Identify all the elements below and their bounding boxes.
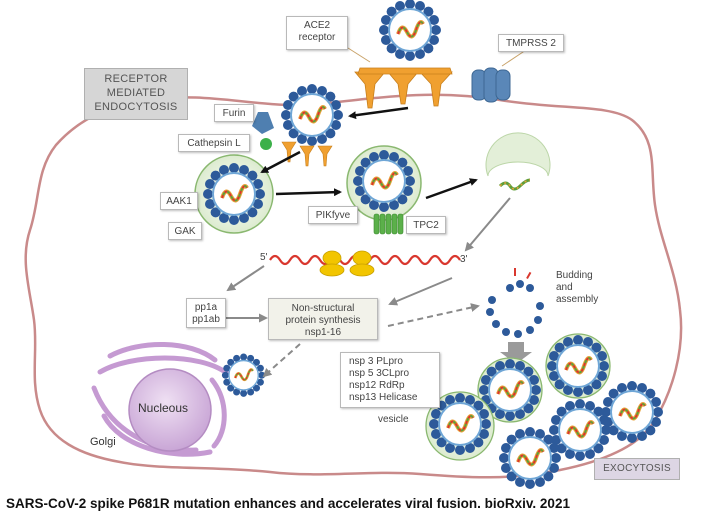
furin-label: Furin	[214, 104, 254, 122]
pp1-label: pp1a pp1ab	[186, 298, 226, 328]
virus-binding	[377, 0, 443, 63]
arrow-rna-to-pp1	[226, 265, 265, 292]
cathepsin-protein	[260, 138, 272, 150]
arrow-to-pikfyve	[275, 188, 342, 197]
budding-assembly-label: Budding and assembly	[556, 270, 599, 305]
five-prime-label: 5'	[260, 252, 268, 263]
arrow-to-endosome	[260, 150, 301, 174]
nsp-synthesis-label: Non-structural protein synthesis nsp1-16	[268, 298, 378, 340]
arrow-tmprss2-label	[501, 49, 527, 67]
budding-virus	[486, 268, 544, 338]
endosome-pikfyve	[346, 145, 422, 221]
ace2-receptor-label: ACE2 receptor	[286, 16, 348, 50]
three-prime-label: 3'	[460, 254, 468, 265]
exocytosis-vesicle	[425, 333, 611, 461]
gak-label: GAK	[168, 222, 202, 240]
arrow-nsp-to-budding	[387, 303, 480, 327]
ribosome-icon	[319, 250, 375, 277]
ace2-receptor-cluster	[354, 67, 453, 109]
nsp-list-label: nsp 3 PLpro nsp 5 3CLpro nsp12 RdRp nsp1…	[340, 352, 440, 408]
figure-caption: SARS-CoV-2 spike P681R mutation enhances…	[6, 496, 570, 511]
cathepsin-label: Cathepsin L	[178, 134, 250, 152]
tmprss2-protein	[471, 67, 511, 103]
golgi-virus	[220, 352, 267, 399]
endocytosing-virus	[279, 82, 345, 167]
receptor-mediated-endocytosis-label: RECEPTOR MEDIATED ENDOCYTOSIS	[84, 68, 188, 120]
tpc2-channel	[373, 213, 404, 235]
golgi-label: Golgi	[90, 436, 116, 448]
nucleous-label: Nucleous	[138, 401, 189, 415]
tmprss2-label: TMPRSS 2	[498, 34, 564, 52]
tpc2-label: TPC2	[406, 216, 446, 234]
pikfyve-label: PIKfyve	[308, 206, 358, 224]
uncoating-vesicle	[485, 132, 551, 191]
arrow-nsp-to-golgi	[262, 343, 301, 378]
vesicle-label: vesicle	[378, 414, 409, 425]
assembly-down-arrow	[500, 342, 532, 364]
arrow-rna-to-nsp	[388, 277, 453, 306]
arrow-ace2-label	[347, 47, 371, 63]
endosome-aak1	[194, 154, 274, 234]
arrow-to-uncoating	[425, 178, 478, 200]
arrow-to-endocytosis	[348, 106, 409, 120]
arrow-to-rna	[464, 197, 511, 252]
nucleus	[128, 368, 212, 452]
furin-protein	[252, 112, 274, 134]
aak1-label: AAK1	[160, 192, 198, 210]
exocytosis-label: EXOCYTOSIS	[594, 458, 680, 480]
